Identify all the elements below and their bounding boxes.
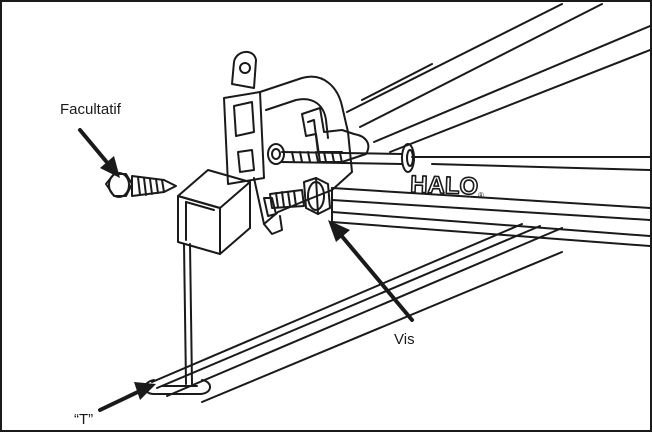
- carriage-bolt: [281, 143, 415, 173]
- screw: [269, 177, 331, 215]
- arrow-head-optional: [100, 156, 120, 178]
- brand-logo: HALO: [410, 171, 479, 200]
- label-optional: Facultatif: [60, 101, 121, 118]
- lower-bar-hanger: [331, 187, 650, 247]
- leader-arrows: [78, 128, 414, 412]
- arrow-head-screw: [328, 220, 350, 242]
- label-tbar: “T”: [74, 411, 94, 428]
- ceiling-tbar: [144, 223, 563, 403]
- label-screw: Vis: [394, 331, 415, 348]
- square-tube: [177, 169, 251, 255]
- upper-bar-hanger: [346, 3, 650, 171]
- arrow-head-tbar: [134, 382, 156, 400]
- brand-registered-mark: ®: [478, 191, 484, 200]
- optional-screw: [105, 172, 177, 198]
